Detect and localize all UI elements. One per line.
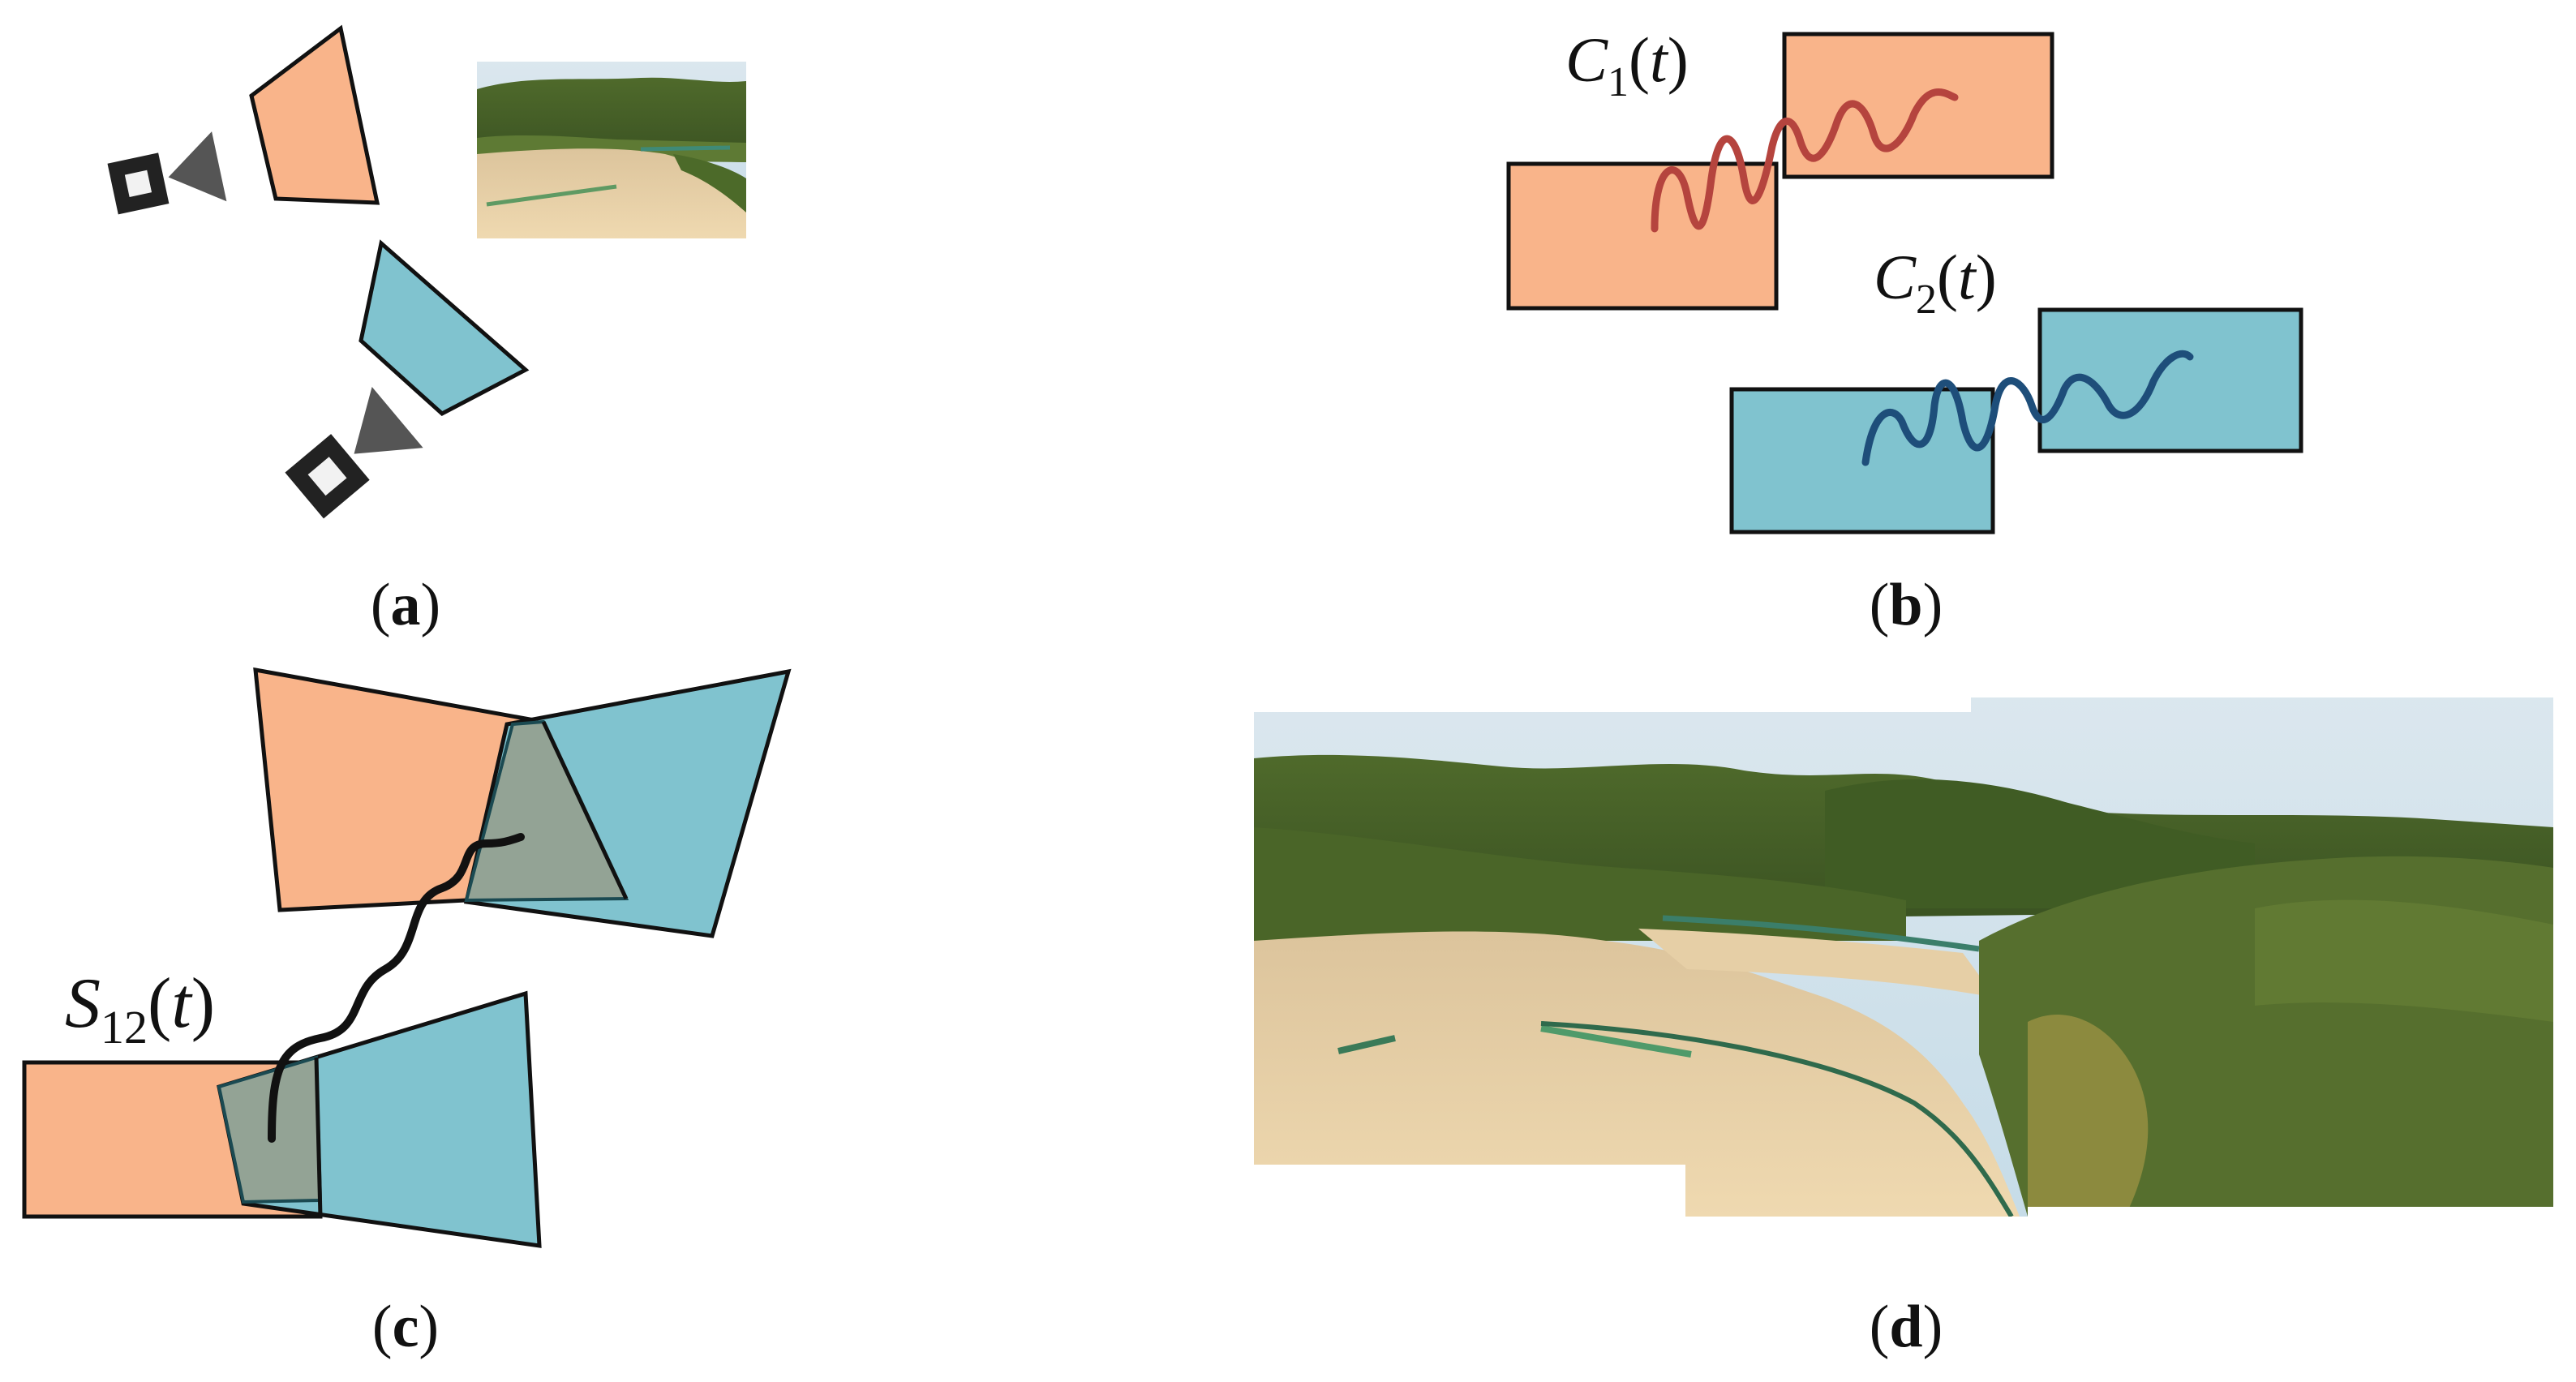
orange-rect-left (1506, 161, 1779, 311)
panel-label-c: (c) (372, 1294, 439, 1360)
label-s12: S12(t) (65, 964, 215, 1054)
camera-icon (285, 387, 423, 519)
blue-rect-right (2037, 307, 2303, 453)
panel-label-b: (b) (1870, 572, 1943, 638)
orange-image-plane (249, 24, 380, 205)
curve-c1 (1651, 88, 1959, 233)
seam-s12 (268, 833, 525, 1143)
panel-c: S12(t) (c) (22, 667, 792, 1360)
label-c1: C1(t) (1565, 24, 1689, 105)
label-c2: C2(t) (1874, 242, 1997, 323)
panel-label-d: (d) (1870, 1294, 1943, 1360)
panel-label-a: (a) (371, 572, 440, 638)
panel-d: (d) (1254, 697, 2553, 1360)
landscape-photo (477, 62, 746, 238)
camera-icon (107, 131, 227, 215)
blue-image-plane (358, 239, 530, 417)
curve-c2 (1861, 350, 2194, 466)
panel-b: C1(t) C2(t) (b) (1506, 24, 2303, 638)
landscape-panorama (1254, 697, 2553, 1217)
panel-a: (a) (107, 24, 746, 638)
